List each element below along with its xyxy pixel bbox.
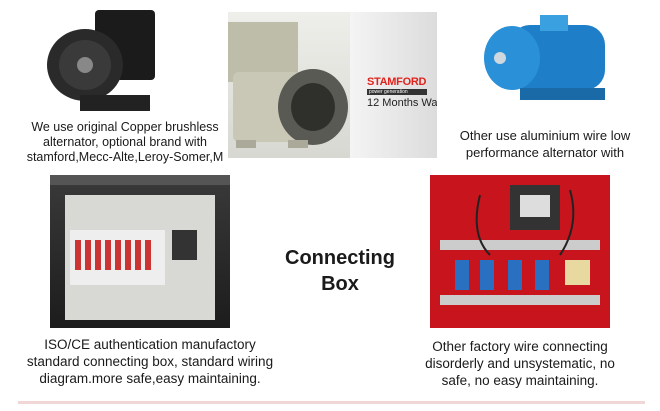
caption-line: We use original Copper brushless [31, 120, 219, 134]
caption-line: stamford,Mecc-Alte,Leroy-Somer,M [26, 150, 224, 164]
stamford-logo-tagline: power generation [367, 89, 427, 95]
title-line: Connecting [285, 247, 395, 269]
stamford-brand-panel: STAMFORD power generation 12 Months Warr [350, 12, 437, 158]
caption-line: diagram.more safe,easy maintaining. [39, 371, 261, 386]
caption-line: Other use aluminium wire low [459, 128, 631, 143]
aluminium-alternator-caption: Other use aluminium wire low performance… [440, 127, 650, 161]
disorderly-connecting-box-photo [430, 175, 610, 328]
bottom-divider [18, 401, 645, 404]
caption-line: alternator, optional brand with [43, 135, 207, 149]
connecting-box-image [50, 175, 230, 320]
blue-alternator-image [484, 15, 605, 100]
standard-connecting-box-photo [50, 175, 230, 328]
caption-line: disorderly and unsystematic, no [425, 356, 615, 371]
caption-line: safe, no easy maintaining. [441, 373, 599, 388]
caption-line: performance alternator with [465, 145, 625, 160]
grey-alternator-image [228, 22, 348, 148]
red-box-image [440, 185, 600, 305]
standard-box-caption: ISO/CE authentication manufactory standa… [10, 336, 290, 387]
title-line: Box [321, 273, 359, 295]
copper-alternator-photo [40, 10, 165, 118]
disorderly-box-caption: Other factory wire connecting disorderly… [405, 338, 635, 389]
caption-line: Other factory wire connecting [432, 339, 608, 354]
connecting-box-title: Connecting Box [270, 245, 410, 297]
stamford-logo: STAMFORD [367, 76, 427, 88]
warranty-text: 12 Months Warr [367, 97, 437, 109]
black-alternator-image [47, 10, 155, 111]
caption-line: standard connecting box, standard wiring [26, 354, 274, 369]
stamford-alternator-photo [228, 12, 350, 158]
aluminium-alternator-photo [470, 10, 640, 118]
copper-alternator-caption: We use original Copper brushless alterna… [10, 120, 240, 165]
caption-line: ISO/CE authentication manufactory [44, 337, 256, 352]
